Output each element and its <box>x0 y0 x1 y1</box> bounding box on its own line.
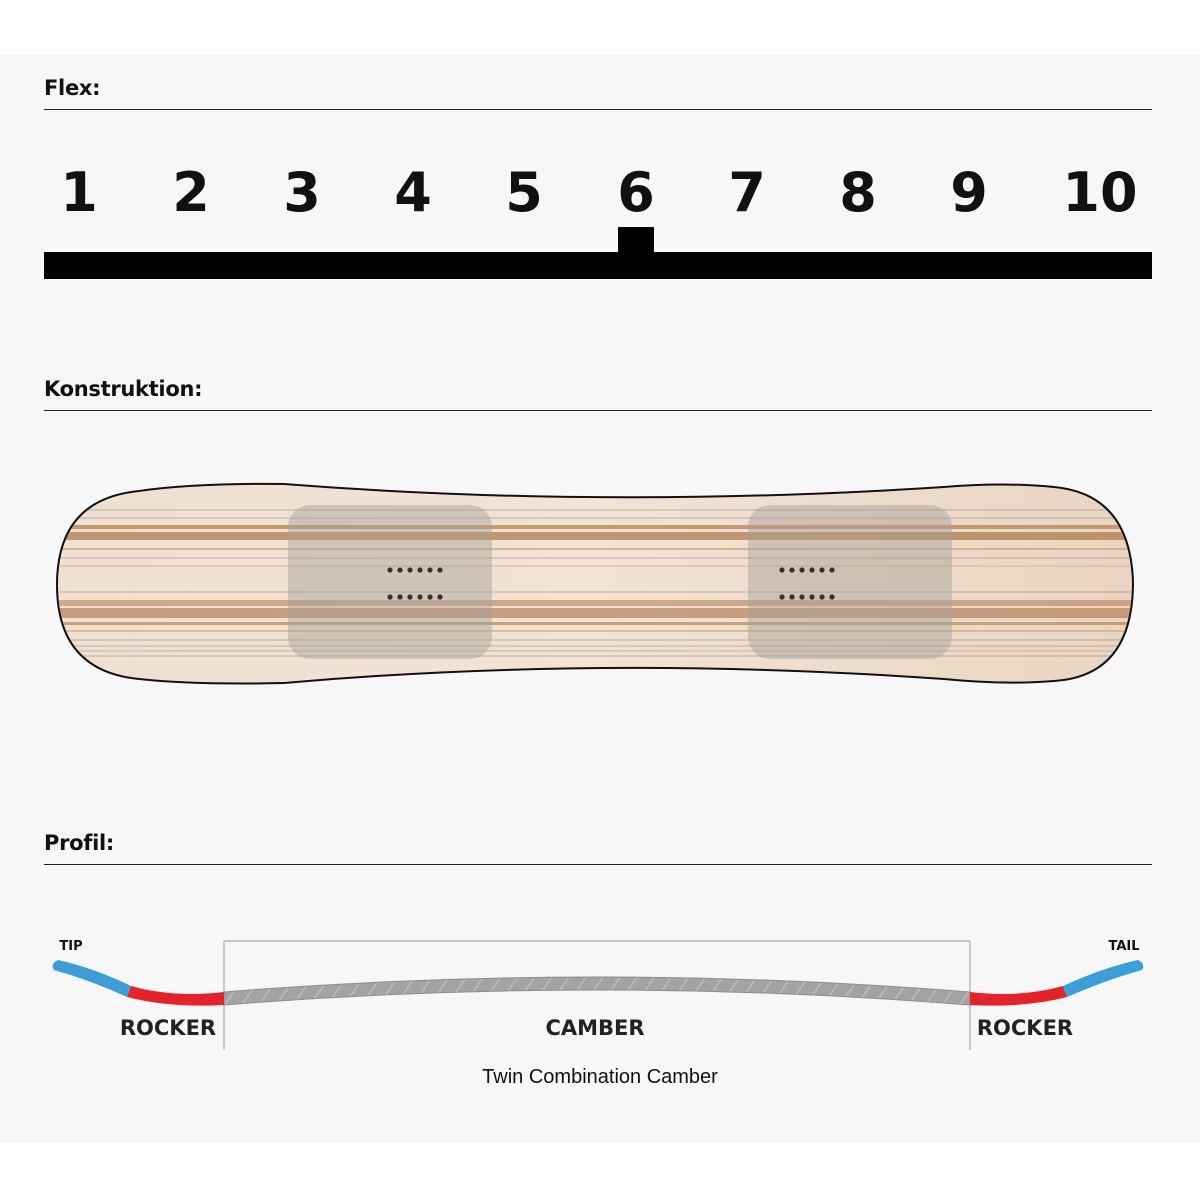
flex-rating-marker <box>618 227 654 255</box>
flex-number-7: 7 <box>728 161 766 224</box>
construction-divider <box>44 410 1152 411</box>
tip-section <box>52 960 131 997</box>
tail-section <box>1063 960 1144 997</box>
profile-caption: Twin Combination Camber <box>482 1066 718 1088</box>
flex-section-title: Flex: <box>44 76 101 100</box>
wood-stringers <box>58 525 1132 652</box>
flex-number-10: 10 <box>1062 161 1138 224</box>
snowboard-construction-image <box>56 482 1134 685</box>
profile-section-title: Profil: <box>44 831 115 855</box>
right-rocker-section <box>970 986 1067 1006</box>
flex-number-8: 8 <box>839 161 877 224</box>
flex-number-4: 4 <box>394 161 432 224</box>
board-wood-core <box>58 484 1132 683</box>
flex-number-1: 1 <box>60 161 98 224</box>
front-insert-pad <box>288 505 492 659</box>
front-insert-holes <box>387 567 443 600</box>
flex-number-3: 3 <box>283 161 321 224</box>
stringer-lines <box>58 509 1132 657</box>
rocker-label-right: ROCKER <box>977 1016 1073 1040</box>
profile-divider <box>44 864 1152 865</box>
board-profile-diagram: TIP TAIL ROCKER CAMBER ROCKER <box>52 939 1144 1050</box>
left-rocker-section <box>127 986 224 1006</box>
camber-section <box>223 976 971 1006</box>
flex-number-2: 2 <box>172 161 210 224</box>
rear-insert-pad <box>748 505 952 659</box>
flex-divider <box>44 109 1152 110</box>
tail-label: TAIL <box>1108 939 1139 954</box>
rear-insert-holes <box>779 567 835 600</box>
flex-bar <box>44 252 1152 279</box>
camber-label: CAMBER <box>545 1016 644 1040</box>
flex-number-9: 9 <box>950 161 988 224</box>
tip-label: TIP <box>59 939 82 954</box>
flex-number-5: 5 <box>505 161 543 224</box>
rocker-label-left: ROCKER <box>120 1016 216 1040</box>
construction-section-title: Konstruktion: <box>44 377 203 401</box>
flex-number-6: 6 <box>617 161 655 224</box>
